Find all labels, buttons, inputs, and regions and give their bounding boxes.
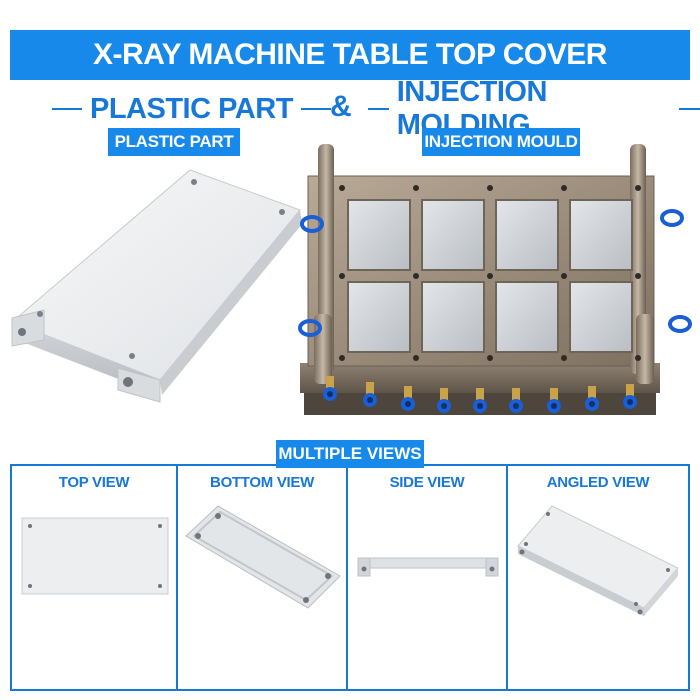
view-angled: ANGLED VIEW <box>508 466 688 689</box>
views-panel: TOP VIEW BOTTOM VIEW SIDE VIEW ANGLED VI… <box>10 464 690 691</box>
header-rule-right <box>300 108 331 110</box>
page-title: X-RAY MACHINE TABLE TOP COVER <box>93 38 607 71</box>
plastic-part-heading: PLASTIC PART <box>90 92 293 125</box>
plastic-part-image <box>11 169 302 403</box>
multiple-views-label: MULTIPLE VIEWS <box>278 444 422 463</box>
title-banner: X-RAY MACHINE TABLE TOP COVER <box>10 30 690 80</box>
bottom-view-image <box>185 505 341 609</box>
injection-mould-pill-label: INJECTION MOULD <box>424 132 578 151</box>
header-rule-left <box>52 108 82 110</box>
header-rule-left <box>368 108 389 110</box>
view-bottom: BOTTOM VIEW <box>178 466 348 689</box>
plastic-part-header: PLASTIC PART <box>52 90 331 128</box>
multiple-views-tag: MULTIPLE VIEWS <box>276 440 424 468</box>
ampersand: & <box>330 90 352 123</box>
view-label: SIDE VIEW <box>389 474 465 491</box>
side-view-image <box>357 557 499 577</box>
top-view-image <box>21 517 169 595</box>
plastic-part-pill-label: PLASTIC PART <box>114 132 234 151</box>
injection-molding-header: INJECTION MOLDING <box>368 76 700 141</box>
header-rule-right <box>679 108 700 110</box>
injection-molding-heading: INJECTION MOLDING <box>396 76 548 141</box>
view-label: TOP VIEW <box>58 474 130 491</box>
view-label: ANGLED VIEW <box>546 474 650 491</box>
injection-mould-pill: INJECTION MOULD <box>422 128 580 156</box>
view-top: TOP VIEW <box>12 466 178 689</box>
plastic-part-pill: PLASTIC PART <box>108 128 240 156</box>
angled-view-image <box>517 505 679 616</box>
injection-mould-image <box>298 144 692 415</box>
view-side: SIDE VIEW <box>348 466 508 689</box>
view-label: BOTTOM VIEW <box>210 474 314 491</box>
